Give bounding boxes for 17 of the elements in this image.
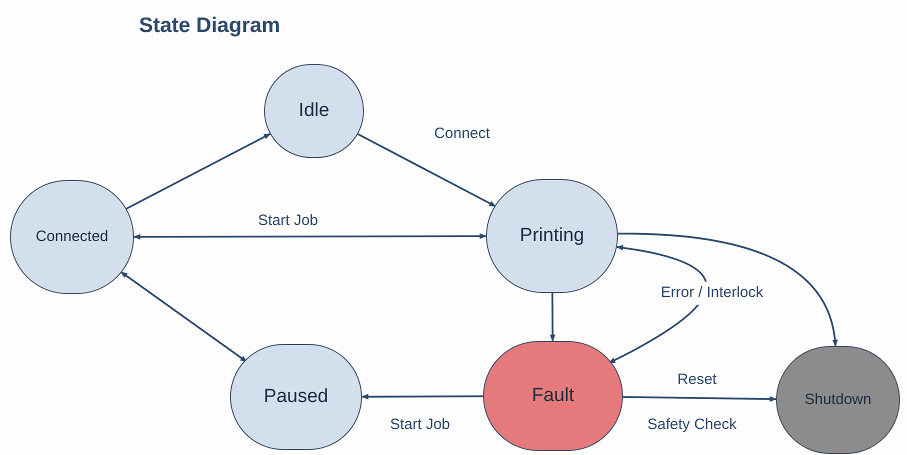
state-label: Fault <box>532 384 574 408</box>
arrow <box>608 245 708 364</box>
edge-label: Error / Interlock <box>658 282 766 304</box>
arrow <box>133 233 487 240</box>
state-label: Connected <box>36 228 108 246</box>
state-label: Idle <box>298 99 330 123</box>
state-label: Paused <box>264 385 328 409</box>
arrow <box>126 132 271 210</box>
arrow <box>361 394 483 400</box>
arrow <box>622 396 777 402</box>
arrow <box>618 232 838 347</box>
arrow <box>120 271 248 362</box>
state-label: Printing <box>520 224 584 248</box>
arrow <box>357 133 496 208</box>
state-label: Shutdown <box>804 390 872 410</box>
diagram-title: State Diagram <box>139 13 280 39</box>
arrow <box>550 293 556 342</box>
